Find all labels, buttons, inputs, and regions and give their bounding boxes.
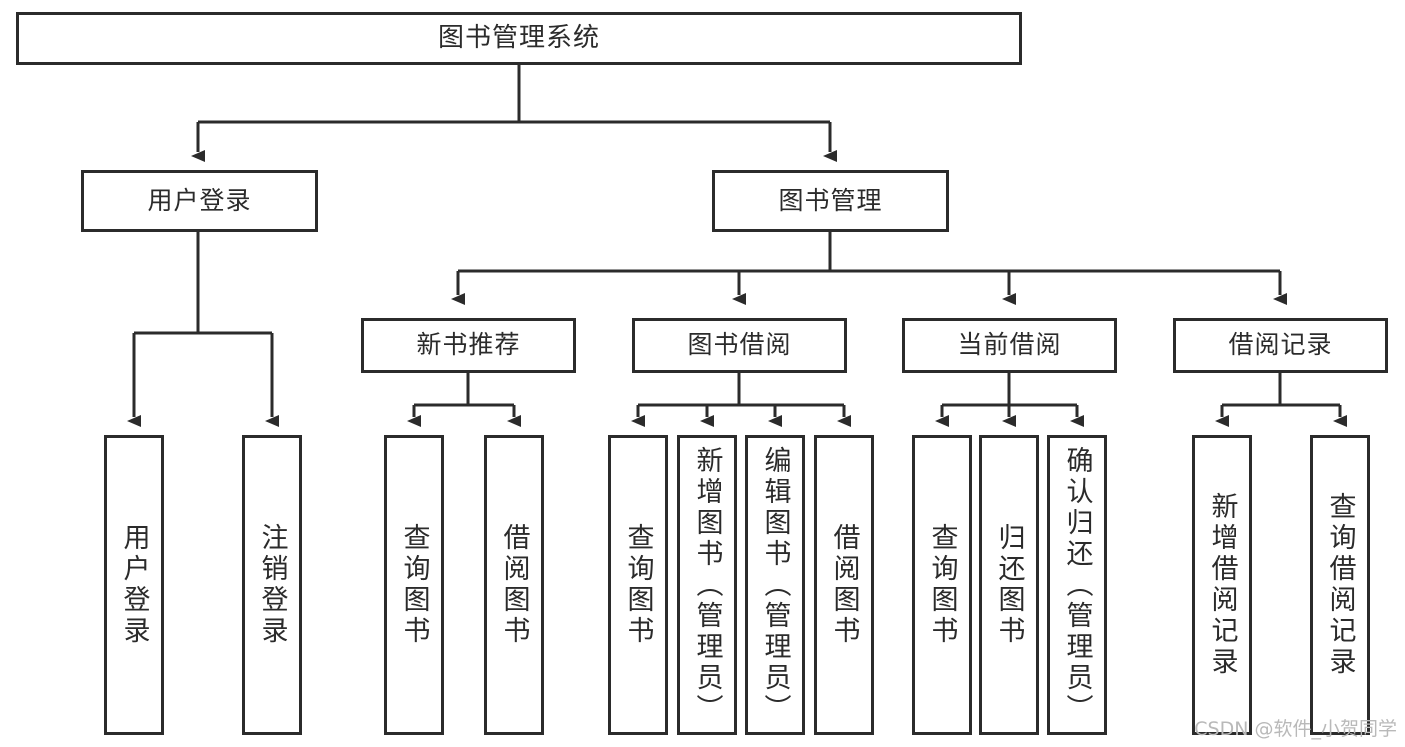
node-leaf-edit-book[interactable]: 编辑图书（管理员）: [745, 435, 805, 735]
node-root-system[interactable]: 图书管理系统: [16, 12, 1022, 65]
node-leaf-add-book[interactable]: 新增图书（管理员）: [677, 435, 737, 735]
node-label: 归还图书: [993, 523, 1025, 647]
csdn-watermark: CSDN @软件_小贺同学: [1194, 718, 1397, 740]
node-label: 查询图书: [398, 523, 430, 647]
node-label: 用户登录: [147, 185, 252, 215]
node-label: 查询图书: [622, 523, 654, 647]
node-label: 借阅图书: [828, 523, 860, 647]
node-label: 查询借阅记录: [1324, 492, 1356, 678]
node-leaf-user-login[interactable]: 用户登录: [104, 435, 164, 735]
node-current-borrow[interactable]: 当前借阅: [902, 318, 1117, 373]
node-label: 当前借阅: [957, 330, 1062, 360]
node-leaf-borrow-book-2[interactable]: 借阅图书: [814, 435, 874, 735]
node-label: 用户登录: [118, 523, 150, 647]
node-leaf-confirm-return[interactable]: 确认归还（管理员）: [1047, 435, 1107, 735]
node-label: 确认归还（管理员）: [1061, 445, 1093, 725]
node-leaf-borrow-book-1[interactable]: 借阅图书: [484, 435, 544, 735]
node-label: 借阅图书: [498, 523, 530, 647]
node-label: 查询图书: [926, 523, 958, 647]
node-leaf-return-book[interactable]: 归还图书: [979, 435, 1039, 735]
node-label: 新书推荐: [416, 330, 521, 360]
node-leaf-query-book-2[interactable]: 查询图书: [608, 435, 668, 735]
node-borrow-record[interactable]: 借阅记录: [1173, 318, 1388, 373]
node-leaf-user-logout[interactable]: 注销登录: [242, 435, 302, 735]
node-new-book-recommend[interactable]: 新书推荐: [361, 318, 576, 373]
node-label: 图书管理: [778, 185, 883, 215]
node-leaf-query-book-1[interactable]: 查询图书: [384, 435, 444, 735]
node-label: 新增借阅记录: [1206, 492, 1238, 678]
node-label: 图书借阅: [687, 330, 792, 360]
node-user-login[interactable]: 用户登录: [81, 170, 318, 232]
node-label: 注销登录: [256, 523, 288, 647]
node-leaf-query-book-3[interactable]: 查询图书: [912, 435, 972, 735]
node-label: 编辑图书（管理员）: [759, 445, 791, 725]
node-label: 图书管理系统: [437, 22, 600, 53]
node-leaf-add-record[interactable]: 新增借阅记录: [1192, 435, 1252, 735]
node-book-borrow[interactable]: 图书借阅: [632, 318, 847, 373]
node-label: 新增图书（管理员）: [691, 445, 723, 725]
node-label: 借阅记录: [1228, 330, 1333, 360]
node-leaf-query-record[interactable]: 查询借阅记录: [1310, 435, 1370, 735]
node-book-management[interactable]: 图书管理: [712, 170, 949, 232]
